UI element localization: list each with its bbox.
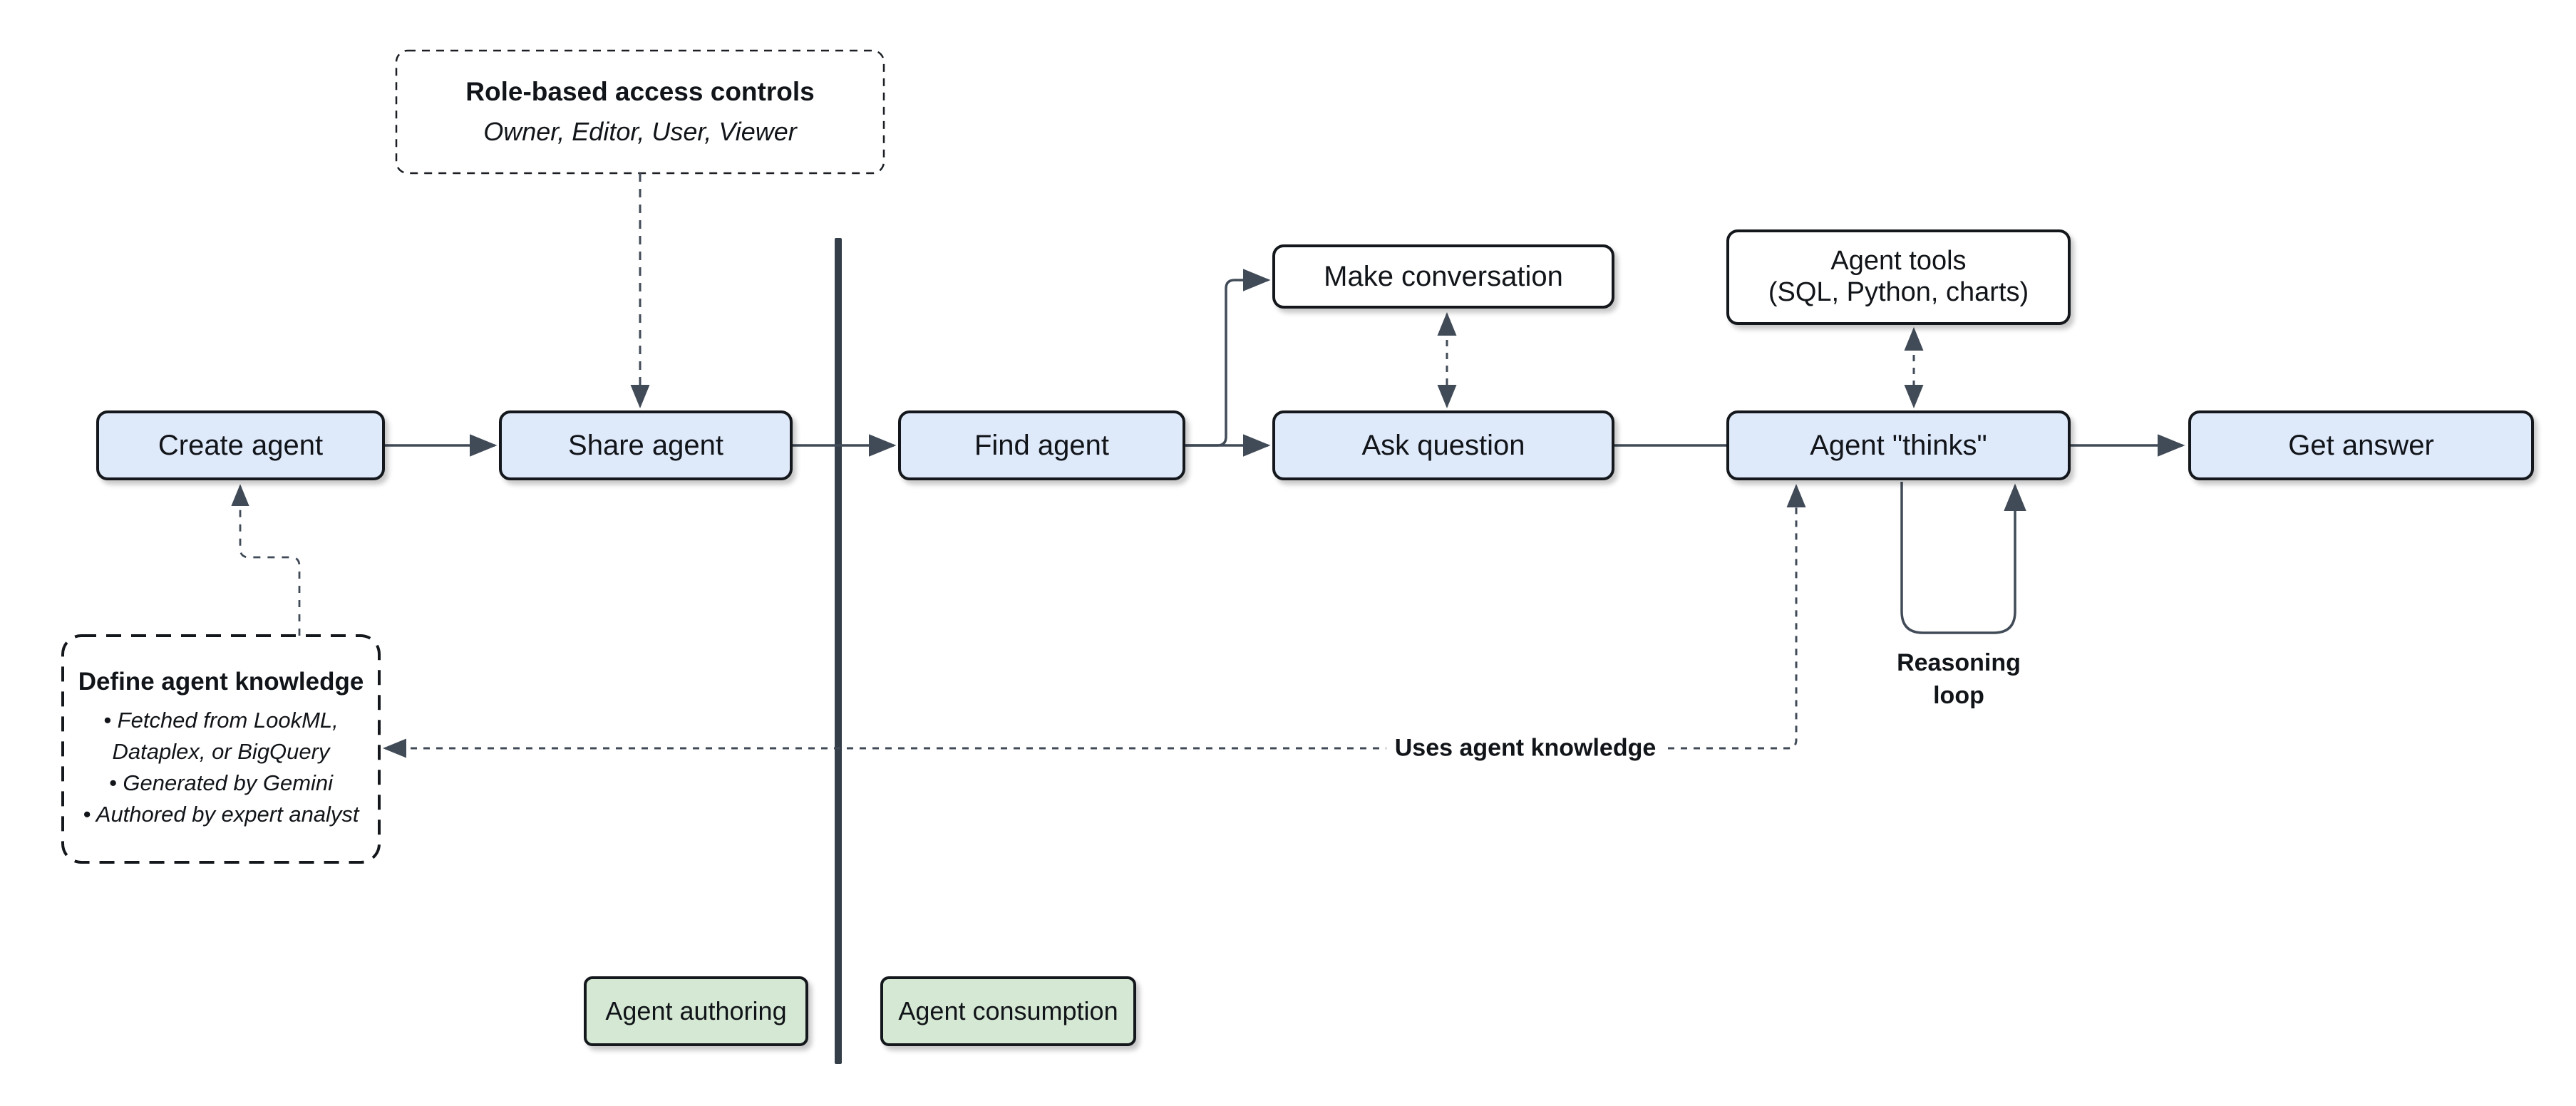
knowledge-bullet-2: • Generated by Gemini — [108, 770, 334, 795]
node-agent-tools-line1: Agent tools — [1830, 246, 1967, 276]
node-ask-question-label: Ask question — [1361, 430, 1525, 461]
lane-divider — [835, 238, 842, 1064]
lane-tag-agent-authoring-label: Agent authoring — [605, 996, 787, 1026]
node-ask-question: Ask question — [1272, 410, 1614, 480]
node-agent-thinks: Agent "thinks" — [1726, 410, 2071, 480]
knowledge-bullet-1: • Fetched from LookML, Dataplex, or BigQ… — [103, 707, 339, 764]
node-create-agent: Create agent — [96, 410, 385, 480]
reasoning-loop-label-line1: Reasoning — [1897, 649, 2021, 676]
node-get-answer: Get answer — [2188, 410, 2534, 480]
node-share-agent: Share agent — [499, 410, 793, 480]
node-agent-thinks-label: Agent "thinks" — [1810, 430, 1987, 461]
node-create-agent-label: Create agent — [158, 430, 324, 461]
arrow-find-to-make-conversation — [1185, 269, 1271, 447]
node-agent-tools-line2: (SQL, Python, charts) — [1768, 277, 2029, 307]
node-find-agent-label: Find agent — [974, 430, 1110, 461]
knowledge-note: Define agent knowledge • Fetched from Lo… — [63, 636, 379, 862]
node-find-agent: Find agent — [898, 410, 1185, 480]
rbac-note: Role-based access controls Owner, Editor… — [396, 51, 884, 173]
lane-tag-agent-consumption: Agent consumption — [880, 976, 1136, 1046]
reasoning-loop-label-line2: loop — [1933, 681, 1984, 709]
lane-tag-agent-consumption-label: Agent consumption — [898, 996, 1118, 1026]
knowledge-bullet-3: • Authored by expert analyst — [83, 802, 359, 827]
rbac-note-subtitle: Owner, Editor, User, Viewer — [483, 117, 797, 146]
reasoning-loop-label: Reasoning loop — [1897, 647, 2021, 713]
knowledge-note-border — [61, 634, 381, 864]
dashed-arrow-uses-knowledge — [383, 484, 1806, 758]
node-make-conversation: Make conversation — [1272, 244, 1614, 309]
dashed-arrow-knowledge-to-create — [231, 484, 301, 636]
node-share-agent-label: Share agent — [568, 430, 723, 461]
knowledge-note-title: Define agent knowledge — [78, 667, 364, 696]
rbac-note-title: Role-based access controls — [465, 77, 815, 106]
reasoning-loop-arrow — [1900, 482, 2026, 634]
node-make-conversation-label: Make conversation — [1324, 261, 1563, 292]
node-agent-tools: Agent tools (SQL, Python, charts) — [1726, 229, 2071, 325]
lane-tag-agent-authoring: Agent authoring — [584, 976, 808, 1046]
uses-agent-knowledge-label: Uses agent knowledge — [1386, 733, 1665, 764]
node-get-answer-label: Get answer — [2288, 430, 2434, 461]
